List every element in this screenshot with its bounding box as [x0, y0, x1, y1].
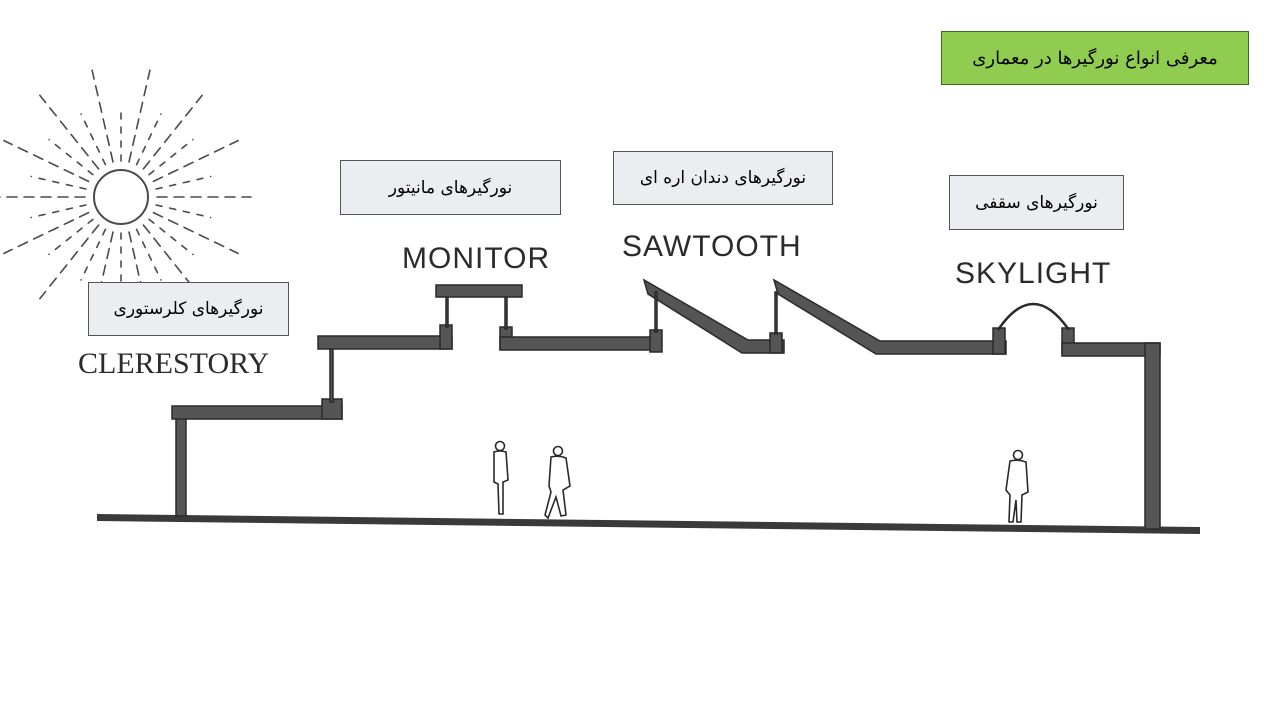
- skylight-label-english: SKYLIGHT: [955, 257, 1112, 290]
- skylight-dome: [996, 302, 1071, 331]
- sun-ray: [135, 113, 162, 166]
- clerestory-mullion: [329, 345, 334, 403]
- sun-ray: [48, 138, 94, 176]
- sun-ray: [30, 204, 87, 219]
- building-section: [171, 278, 1161, 530]
- sun-ray: [3, 139, 90, 183]
- sun-ray: [148, 218, 194, 256]
- sawtooth-sill-1: [649, 329, 663, 353]
- sun-ray: [80, 113, 107, 166]
- right-wall: [1144, 342, 1161, 530]
- sun-ray: [128, 69, 151, 163]
- sun-ray: [142, 94, 203, 170]
- sun-ray: [155, 204, 212, 219]
- upper-roof-left: [317, 335, 453, 350]
- monitor-mullion-left: [445, 296, 449, 328]
- sun-ray: [135, 228, 162, 281]
- sun-ray: [30, 175, 87, 190]
- lower-roof: [171, 405, 343, 420]
- left-column: [175, 414, 187, 517]
- sun-ray: [3, 211, 90, 255]
- sawtooth-tooth-2: [772, 278, 1007, 355]
- sun-ray: [91, 69, 114, 163]
- sawtooth-mullion-1: [654, 291, 658, 333]
- sun-ray: [155, 175, 212, 190]
- skylight-curb-left: [992, 327, 1006, 355]
- monitor-label-persian: نورگیرهای مانیتور: [340, 160, 561, 215]
- sawtooth-label-english: SAWTOOTH: [622, 230, 802, 263]
- sawtooth-mullion-2: [774, 291, 778, 335]
- sun-ray: [80, 228, 107, 281]
- clerestory-label-english: CLERESTORY: [78, 347, 270, 380]
- sawtooth-sill-2: [769, 332, 783, 354]
- page-title: معرفی انواع نورگیرها در معماری: [941, 31, 1249, 85]
- monitor-label-english: MONITOR: [402, 242, 551, 275]
- clerestory-label-persian: نورگیرهای کلرستوری: [88, 282, 289, 336]
- sawtooth-tooth-1: [642, 278, 785, 354]
- person-icon: [1005, 449, 1029, 523]
- sawtooth-label-persian: نورگیرهای دندان اره ای: [613, 151, 833, 205]
- monitor-cap: [435, 284, 523, 298]
- person-icon: [544, 445, 571, 520]
- sun-ray: [48, 218, 94, 256]
- person-icon: [493, 440, 509, 515]
- monitor-mullion-right: [504, 296, 508, 330]
- sun-ray: [39, 94, 100, 170]
- monitor-post-left: [439, 324, 453, 350]
- sun-ray: [39, 224, 100, 300]
- roof-middle: [499, 336, 661, 351]
- sun-ray: [152, 139, 239, 183]
- skylight-label-persian: نورگیرهای سقفی: [949, 175, 1124, 230]
- ground-line: [97, 514, 1200, 534]
- sun-ray: [152, 211, 239, 255]
- sun-ray: [148, 138, 194, 176]
